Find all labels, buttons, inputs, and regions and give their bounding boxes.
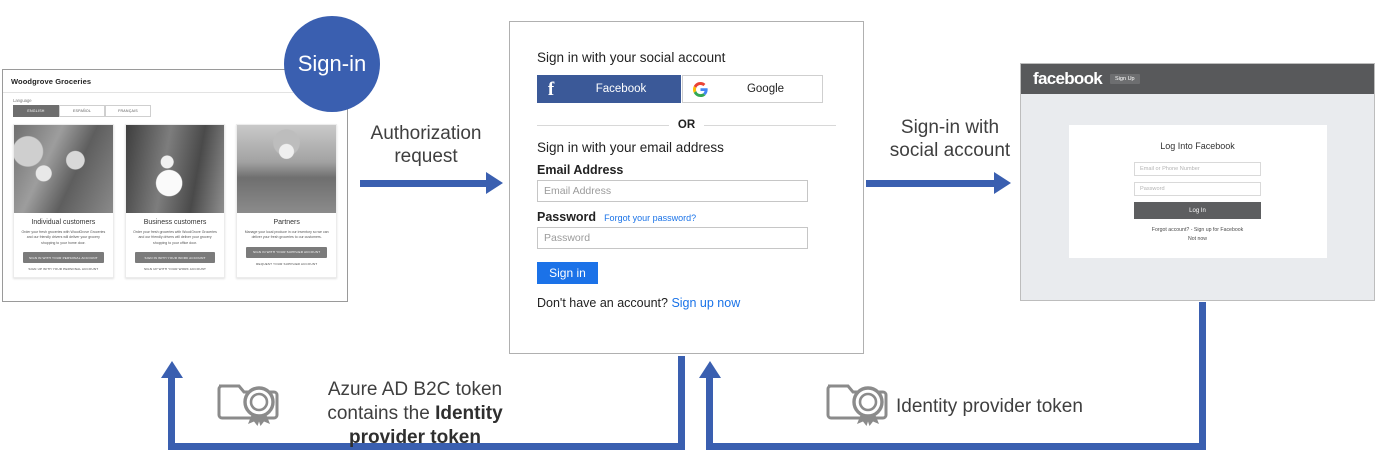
arrow-label-authorization-request: Authorization request <box>370 123 482 168</box>
facebook-password-input[interactable]: Password <box>1134 182 1261 196</box>
signin-badge-label: Sign-in <box>297 51 367 76</box>
token-annotation-right: Identity provider token <box>896 396 1083 417</box>
return-arrow-left-horizontal <box>168 443 685 450</box>
facebook-login-button[interactable]: Log In <box>1134 202 1261 219</box>
return-arrow-right-head <box>699 361 721 378</box>
card-signin-button[interactable]: SIGN IN WITH YOUR PERSONAL ACCOUNT <box>23 252 104 264</box>
arrow-label-signin-social-account: Sign-in with social account <box>889 117 1011 162</box>
password-input[interactable]: Password <box>537 227 808 249</box>
card-photo-individual <box>14 125 113 213</box>
or-divider: OR <box>537 119 836 131</box>
signup-prompt: Don't have an account? Sign up now <box>537 296 836 310</box>
arrow-shaft-authorization-request <box>360 180 486 187</box>
facebook-icon: f <box>547 78 555 100</box>
card-description: Manage your local produce in our invento… <box>244 230 329 240</box>
certificate-token-icon-right <box>826 384 888 426</box>
azure-b2c-signin-page: Sign in with your social account f Faceb… <box>509 21 864 354</box>
or-label: OR <box>677 119 696 131</box>
card-signup-link[interactable]: SIGN UP WITH YOUR PERSONAL ACCOUNT <box>28 267 99 272</box>
signin-submit-button[interactable]: Sign in <box>537 262 598 284</box>
arrow-head-authorization-request <box>486 172 503 194</box>
return-arrow-left-vertical <box>168 378 175 450</box>
card-description: Order your fresh groceries with WoodGrov… <box>21 230 106 245</box>
password-field-label: Password <box>537 210 597 224</box>
facebook-login-title: Log Into Facebook <box>1160 141 1235 151</box>
certificate-token-icon-left <box>217 384 279 426</box>
facebook-email-input[interactable]: Email or Phone Number <box>1134 162 1261 176</box>
signin-step-badge: Sign-in <box>284 16 380 112</box>
social-signin-heading: Sign in with your social account <box>537 50 726 65</box>
customer-card-individual[interactable]: Individual customers Order your fresh gr… <box>13 124 114 279</box>
facebook-signup-button[interactable]: Sign Up <box>1110 74 1140 84</box>
language-button-espanol[interactable]: ESPAÑOL <box>59 105 105 117</box>
card-signup-link[interactable]: REQUEST YOUR SUPPLIER ACCOUNT <box>256 261 318 266</box>
card-signup-link[interactable]: SIGN UP WITH YOUR WORK ACCOUNT <box>143 267 207 272</box>
card-title: Individual customers <box>31 219 96 226</box>
signup-now-link[interactable]: Sign up now <box>671 296 741 310</box>
facebook-login-card: Log Into Facebook Email or Phone Number … <box>1068 125 1327 258</box>
return-arrow-right-horizontal <box>706 443 1206 450</box>
email-signin-heading: Sign in with your email address <box>537 140 724 155</box>
woodgrove-groceries-window: Woodgrove Groceries Language ENGLISH ESP… <box>2 69 348 302</box>
language-button-francais[interactable]: FRANÇAIS <box>105 105 151 117</box>
facebook-logo: facebook <box>1033 69 1103 88</box>
google-button-label: Google <box>746 83 785 95</box>
facebook-help-links[interactable]: Forgot account? - Sign up for Facebook <box>1151 227 1244 233</box>
card-photo-business <box>125 125 225 213</box>
card-signin-button[interactable]: SIGN IN WITH YOUR WORK ACCOUNT <box>134 252 216 264</box>
woodgrove-header: Woodgrove Groceries <box>3 70 347 93</box>
language-button-english[interactable]: ENGLISH <box>13 105 59 117</box>
return-arrow-right-vertical <box>706 378 713 450</box>
token-annotation-left: Azure AD B2C token contains the Identity… <box>327 379 503 448</box>
arrow-shaft-signin-social-account <box>866 180 994 187</box>
google-signin-button[interactable]: Google <box>682 75 823 103</box>
card-title: Business customers <box>143 219 207 226</box>
forgot-password-link[interactable]: Forgot your password? <box>604 213 697 223</box>
email-input[interactable]: Email Address <box>537 180 808 202</box>
language-label: Language <box>13 98 32 103</box>
facebook-not-now-link[interactable]: Not now <box>1187 235 1208 242</box>
woodgrove-site-title: Woodgrove Groceries <box>11 76 92 86</box>
return-arrow-left-riser <box>678 356 685 450</box>
facebook-top-bar: facebook Sign Up <box>1021 64 1374 94</box>
facebook-login-page: facebook Sign Up Log Into Facebook Email… <box>1020 63 1375 301</box>
facebook-button-label: Facebook <box>595 83 647 95</box>
card-description: Order your fresh groceries with WoodGrov… <box>133 230 217 245</box>
signup-prompt-text: Don't have an account? <box>537 296 672 310</box>
card-title: Partners <box>273 219 300 226</box>
customer-card-business[interactable]: Business customers Order your fresh groc… <box>124 124 226 279</box>
arrow-head-signin-social-account <box>994 172 1011 194</box>
customer-card-partners[interactable]: Partners Manage your local produce in ou… <box>236 124 338 279</box>
card-signin-button[interactable]: SIGN IN WITH YOUR SUPPLIER ACCOUNT <box>246 246 328 258</box>
facebook-signin-button[interactable]: f Facebook <box>537 75 681 103</box>
email-field-label: Email Address <box>537 163 624 177</box>
card-photo-partners <box>237 125 337 213</box>
return-arrow-right-riser <box>1199 302 1206 450</box>
language-selector: Language ENGLISH ESPAÑOL FRANÇAIS <box>3 93 347 117</box>
google-icon <box>683 81 717 97</box>
return-arrow-left-head <box>161 361 183 378</box>
